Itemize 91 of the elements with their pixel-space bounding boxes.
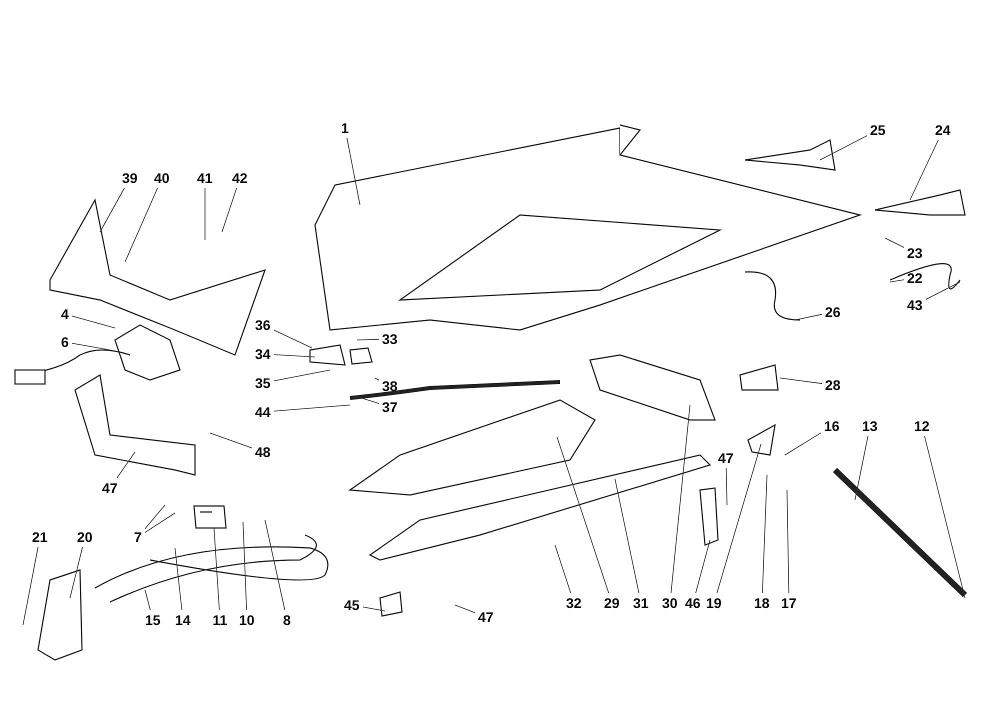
leader-line — [890, 279, 904, 282]
callout-number: 47 — [717, 450, 735, 466]
leader-line — [695, 540, 710, 594]
leader-line — [264, 520, 286, 610]
leader-line — [884, 238, 904, 248]
leader-line — [174, 548, 182, 610]
callout-number: 43 — [906, 297, 924, 313]
leader-line — [356, 338, 380, 340]
leader-line — [274, 330, 312, 348]
callout-number: 33 — [381, 331, 399, 347]
callout-number: 34 — [254, 346, 272, 362]
callout-number: 19 — [705, 595, 723, 611]
callout-number: 26 — [824, 304, 842, 320]
leader-line — [22, 546, 38, 626]
leader-line — [222, 188, 238, 232]
leader-line — [454, 604, 476, 614]
leader-line — [70, 546, 83, 598]
leader-line — [854, 436, 868, 500]
leader-line — [242, 522, 247, 610]
callout-number: 25 — [869, 122, 887, 138]
callout-number: 8 — [282, 612, 292, 628]
callout-number: 10 — [238, 612, 256, 628]
leader-line — [124, 188, 158, 262]
leader-line — [144, 504, 166, 530]
leader-line — [554, 544, 572, 594]
callout-number: 20 — [76, 529, 94, 545]
leader-line — [204, 188, 206, 240]
callout-number: 39 — [121, 170, 139, 186]
callout-number: 15 — [144, 612, 162, 628]
callout-number: 13 — [861, 418, 879, 434]
callout-number: 45 — [343, 597, 361, 613]
leader-line — [274, 354, 316, 358]
callout-number: 41 — [196, 170, 214, 186]
leader-line — [374, 378, 380, 381]
callout-number: 1 — [340, 120, 350, 136]
callout-number: 22 — [906, 270, 924, 286]
callout-number: 30 — [661, 595, 679, 611]
callout-number: 6 — [60, 334, 70, 350]
leader-line — [354, 396, 380, 404]
leader-line — [614, 478, 640, 594]
leader-line — [926, 282, 960, 300]
callout-number: 44 — [254, 404, 272, 420]
callout-number: 36 — [254, 317, 272, 333]
leader-line — [214, 528, 220, 610]
callout-number: 29 — [603, 595, 621, 611]
leader-line — [274, 404, 350, 412]
leader-line — [784, 432, 822, 456]
leader-line — [144, 512, 176, 533]
callout-number: 7 — [133, 529, 143, 545]
leader-line — [762, 474, 768, 594]
leader-line — [780, 378, 822, 384]
callout-number: 17 — [780, 595, 798, 611]
callout-number: 48 — [254, 444, 272, 460]
leader-line — [100, 188, 125, 232]
callout-number: 14 — [174, 612, 192, 628]
leader-line — [346, 138, 360, 206]
leader-line — [72, 342, 110, 350]
callout-number: 38 — [381, 378, 399, 394]
leader-line — [726, 468, 728, 506]
leader-line — [670, 404, 690, 594]
leader-line — [910, 140, 939, 200]
callout-number: 4 — [60, 306, 70, 322]
callout-number: 47 — [477, 609, 495, 625]
callout-number: 35 — [254, 375, 272, 391]
leader-line — [210, 432, 252, 448]
callout-number: 11 — [212, 612, 228, 628]
callout-number: 24 — [934, 122, 952, 138]
callout-number: 40 — [153, 170, 171, 186]
leader-line — [116, 452, 136, 478]
leader-line — [362, 606, 386, 612]
callout-number: 37 — [381, 399, 399, 415]
callout-number: 32 — [565, 595, 583, 611]
leader-line — [794, 314, 822, 320]
callout-number: 46 — [684, 595, 702, 611]
leader-line — [72, 316, 116, 328]
callout-number: 31 — [632, 595, 650, 611]
leader-line — [716, 444, 762, 594]
callout-number: 23 — [906, 245, 924, 261]
leader-line — [786, 490, 790, 594]
callout-number: 42 — [231, 170, 249, 186]
callout-number: 21 — [31, 529, 49, 545]
leader-line — [144, 590, 151, 610]
callout-number: 12 — [913, 418, 931, 434]
callout-number: 18 — [753, 595, 771, 611]
leader-line — [820, 135, 868, 160]
leader-line — [556, 436, 610, 594]
callout-number: 16 — [823, 418, 841, 434]
leader-line — [274, 370, 330, 382]
callout-number: 28 — [824, 377, 842, 393]
callout-number: 47 — [101, 480, 119, 496]
leader-line — [924, 436, 966, 598]
